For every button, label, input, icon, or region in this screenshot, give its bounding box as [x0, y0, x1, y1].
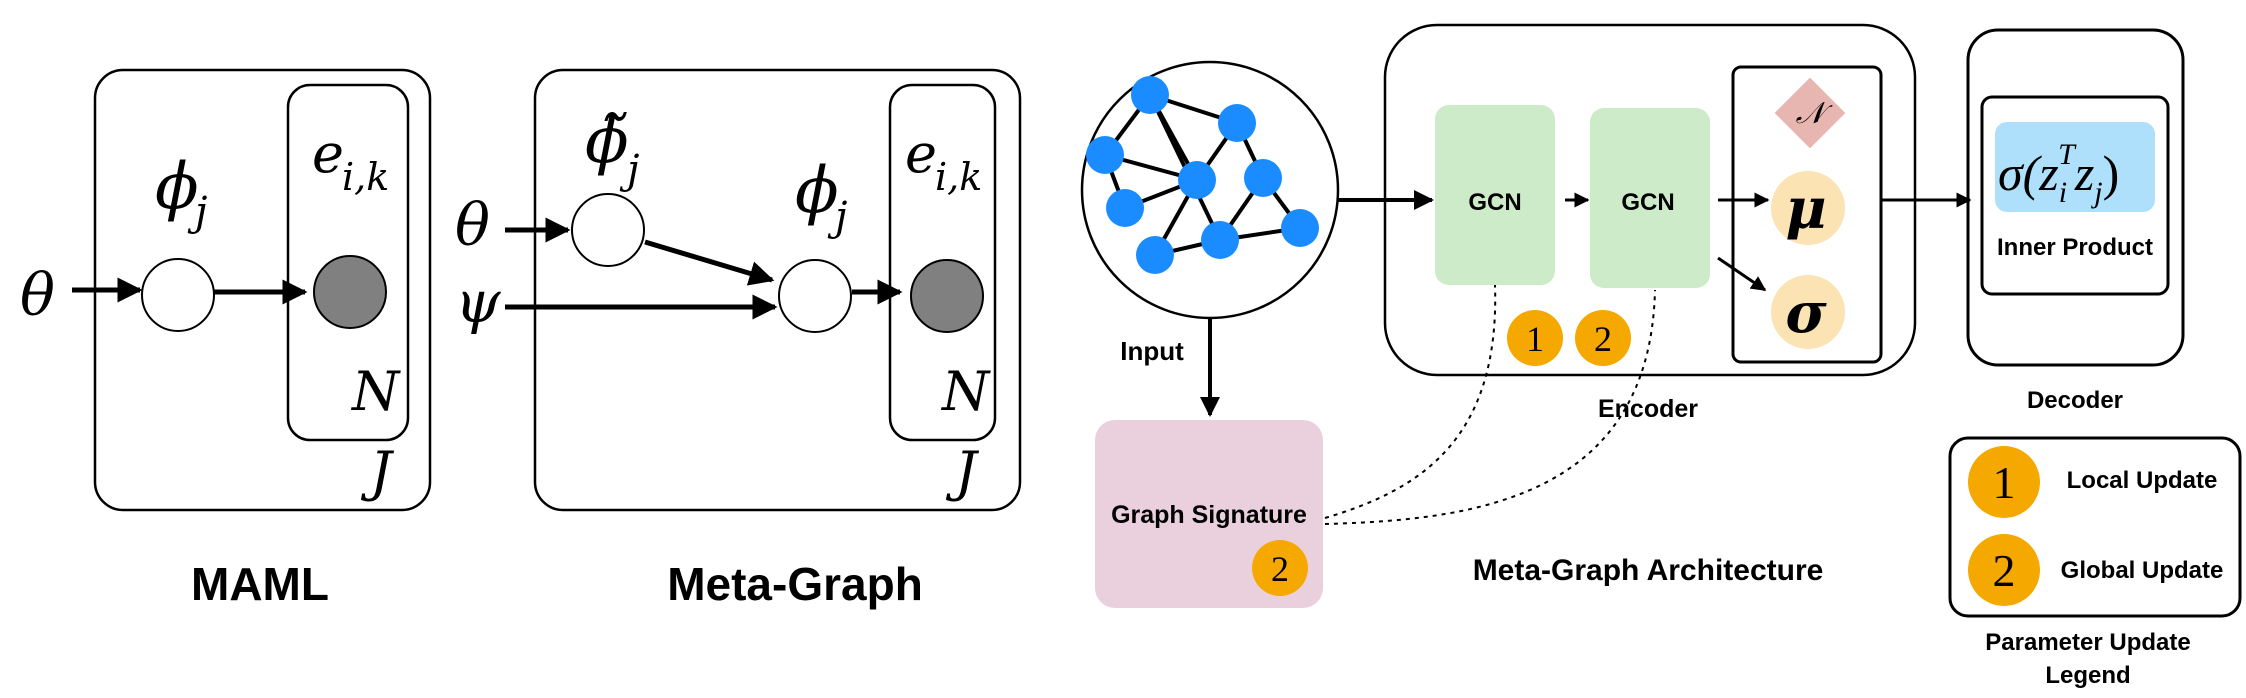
formula-sigma-z: σ(z: [1998, 145, 2059, 201]
legend-global-badge: [1968, 534, 2040, 606]
graph-node: [1201, 221, 1239, 259]
legend-title-line2: Legend: [2045, 662, 2130, 689]
graph-node: [1218, 104, 1256, 142]
legend-local-badge-text: 1: [1993, 457, 2016, 508]
signature-global-badge-text: 2: [1271, 549, 1289, 589]
input-graph-nodes: [1086, 76, 1319, 274]
maml-theta-symbol: θ: [20, 261, 55, 329]
sigma-symbol: σ: [1785, 280, 1827, 346]
metagraph-e-symbol: e: [905, 122, 937, 185]
parameter-update-legend: 1 Local Update 2 Global Update Parameter…: [1948, 436, 2242, 689]
mu-symbol: μ: [1786, 176, 1827, 242]
legend-global-badge-text: 2: [1993, 545, 2016, 596]
metagraph-J-label: J: [945, 440, 980, 503]
metagraph-observed-node: [910, 259, 984, 333]
architecture-title: Meta-Graph Architecture: [1473, 554, 1824, 587]
metagraph-N-label: N: [940, 360, 991, 423]
input-label: Input: [1120, 336, 1184, 366]
formula-sub-i: i: [2059, 176, 2067, 209]
formula-z: z: [2074, 145, 2094, 201]
normal-dist-diamond: [1774, 77, 1846, 149]
metagraph-phi-tilde-symbol: ϕ̃: [585, 104, 629, 178]
formula-sub-j: j: [2090, 176, 2102, 209]
maml-e-subscript: i,k: [342, 155, 389, 199]
graph-node: [1131, 76, 1169, 114]
metagraph-e-subscript: i,k: [935, 155, 982, 199]
gcn-layer-1: [1435, 105, 1555, 285]
legend-local-label: Local Update: [2067, 467, 2218, 494]
metagraph-phi-node: [778, 259, 852, 333]
signature-to-gcn1-link: [1324, 284, 1497, 519]
metagraph-psi-symbol: ψ: [455, 268, 501, 336]
maml-phi-symbol: ϕ: [155, 150, 199, 224]
encoder-label: Encoder: [1598, 395, 1698, 423]
decoder-formula-box: [1995, 122, 2155, 212]
metagraph-theta-symbol: θ: [455, 191, 490, 259]
maml-e-symbol: e: [312, 122, 344, 185]
metagraph-phi-symbol: ϕ: [795, 154, 839, 228]
metagraph-outer-plate: [533, 68, 1022, 512]
maml-phi-node: [141, 258, 215, 332]
graph-node: [1136, 236, 1174, 274]
global-update-badge: [1575, 310, 1631, 366]
metagraph-phi-tilde-node: [571, 193, 645, 267]
local-update-badge-text: 1: [1526, 319, 1544, 359]
metagraph-model: ϕ̃ j θ ψ ϕ j e i,k N J Meta-Graph: [455, 68, 1022, 610]
graph-node: [1281, 209, 1319, 247]
formula-sup-T: T: [2058, 138, 2077, 171]
decoder-label: Decoder: [2027, 387, 2123, 414]
maml-model: θ ϕ j e i,k N J MAML: [20, 68, 432, 610]
legend-local-badge: [1968, 446, 2040, 518]
decoder-inner-box: [1980, 95, 2170, 296]
decoder-outer-box: [1966, 28, 2185, 367]
maml-observed-node: [313, 255, 387, 329]
global-update-badge-text: 2: [1594, 319, 1612, 359]
gcn-layer-2: [1590, 108, 1710, 288]
gcn-layer-2-label: GCN: [1621, 189, 1674, 216]
graph-node: [1178, 161, 1216, 199]
architecture: Input Graph Signature 2 GCN GCN 𝒩 μ σ 1 …: [1080, 23, 2185, 608]
maml-title: MAML: [191, 558, 329, 610]
inner-product-label: Inner Product: [1997, 234, 2153, 261]
maml-N-label: N: [350, 360, 401, 423]
metagraph-title: Meta-Graph: [667, 558, 923, 610]
graph-signature-label: Graph Signature: [1111, 501, 1307, 529]
legend-global-label: Global Update: [2061, 557, 2224, 584]
graph-node: [1106, 189, 1144, 227]
legend-title-line1: Parameter Update: [1985, 629, 2190, 656]
maml-J-label: J: [360, 440, 395, 503]
gcn2-to-sigma-arrow: [1717, 256, 1767, 292]
gcn-layer-1-label: GCN: [1468, 189, 1521, 216]
variational-params-box: [1731, 65, 1883, 364]
local-update-badge: [1507, 310, 1563, 366]
decoder-formula: σ(ziTzj): [1998, 138, 2119, 209]
sigma-node: [1771, 275, 1845, 349]
metagraph-inner-plate: [888, 83, 997, 442]
maml-inner-plate: [286, 83, 410, 442]
legend-box: [1948, 436, 2242, 618]
signature-global-badge: [1252, 540, 1308, 596]
metagraph-tilde-to-phi-arrow: [644, 239, 775, 286]
graph-node: [1086, 136, 1124, 174]
formula-close: ): [2103, 145, 2120, 201]
graph-node: [1244, 159, 1282, 197]
mu-node: [1771, 171, 1845, 245]
